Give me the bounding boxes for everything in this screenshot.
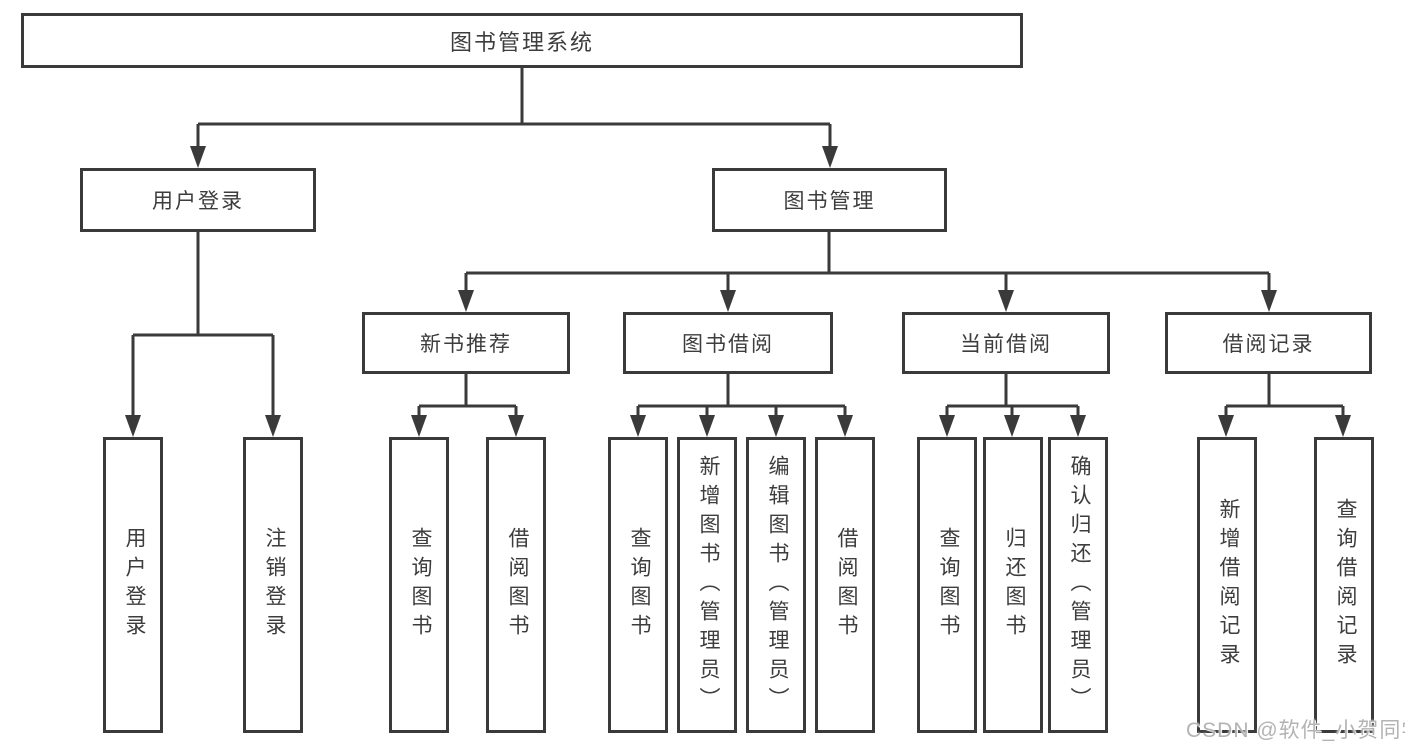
connector-book-borrowing-to-leaves [636,374,847,421]
arrowhead [125,415,141,437]
arrowhead [822,146,838,168]
leaf-confirm-return-admin: 确认归还（管理员） [1048,437,1108,733]
arrowhead [190,146,206,168]
node-root-library-management-system: 图书管理系统 [21,13,1023,68]
leaf-edit-books-admin: 编辑图书（管理员） [746,437,806,733]
connector-new-book-recommend-to-leaves [417,374,518,421]
node-book-borrowing: 图书借阅 [623,312,833,374]
arrowhead [458,290,474,312]
arrowhead [508,415,524,437]
leaf-return-books: 归还图书 [983,437,1043,733]
arrowhead [1335,415,1351,437]
arrowhead [1218,415,1234,437]
arrowhead [411,415,427,437]
node-user-login: 用户登录 [80,168,316,232]
arrowhead [265,415,281,437]
arrowhead [939,415,955,437]
leaf-logout: 注销登录 [243,437,303,733]
arrowhead [1070,415,1086,437]
leaf-query-books-borrowing: 查询图书 [608,437,668,733]
node-current-borrowing: 当前借阅 [902,312,1110,374]
leaf-query-books-current: 查询图书 [917,437,977,733]
arrowhead [630,415,646,437]
leaf-add-borrow-record: 新增借阅记录 [1197,437,1257,733]
connector-root-to-level2 [196,68,832,152]
node-new-book-recommend: 新书推荐 [362,312,570,374]
csdn-watermark: CSDN @软件_小贺同学 [1186,719,1405,742]
leaf-add-books-admin: 新增图书（管理员） [677,437,737,733]
arrowhead [1004,415,1020,437]
arrowhead [768,415,784,437]
arrowhead [1261,290,1277,312]
connector-user-login-to-leaves [131,232,275,421]
arrowhead [837,415,853,437]
leaf-query-borrow-record: 查询借阅记录 [1314,437,1374,733]
leaf-user-login: 用户登录 [103,437,163,733]
arrowhead [699,415,715,437]
node-borrow-records: 借阅记录 [1165,312,1372,374]
arrowhead [720,290,736,312]
node-book-management: 图书管理 [712,168,947,232]
connector-borrow-records-to-leaves [1224,374,1345,421]
connector-current-borrowing-to-leaves [945,374,1080,421]
leaf-borrow-books: 借阅图书 [815,437,875,733]
arrowhead [998,290,1014,312]
leaf-query-books-recommend: 查询图书 [389,437,449,733]
connector-book-management-to-level3 [464,232,1271,296]
leaf-borrow-books-recommend: 借阅图书 [486,437,546,733]
